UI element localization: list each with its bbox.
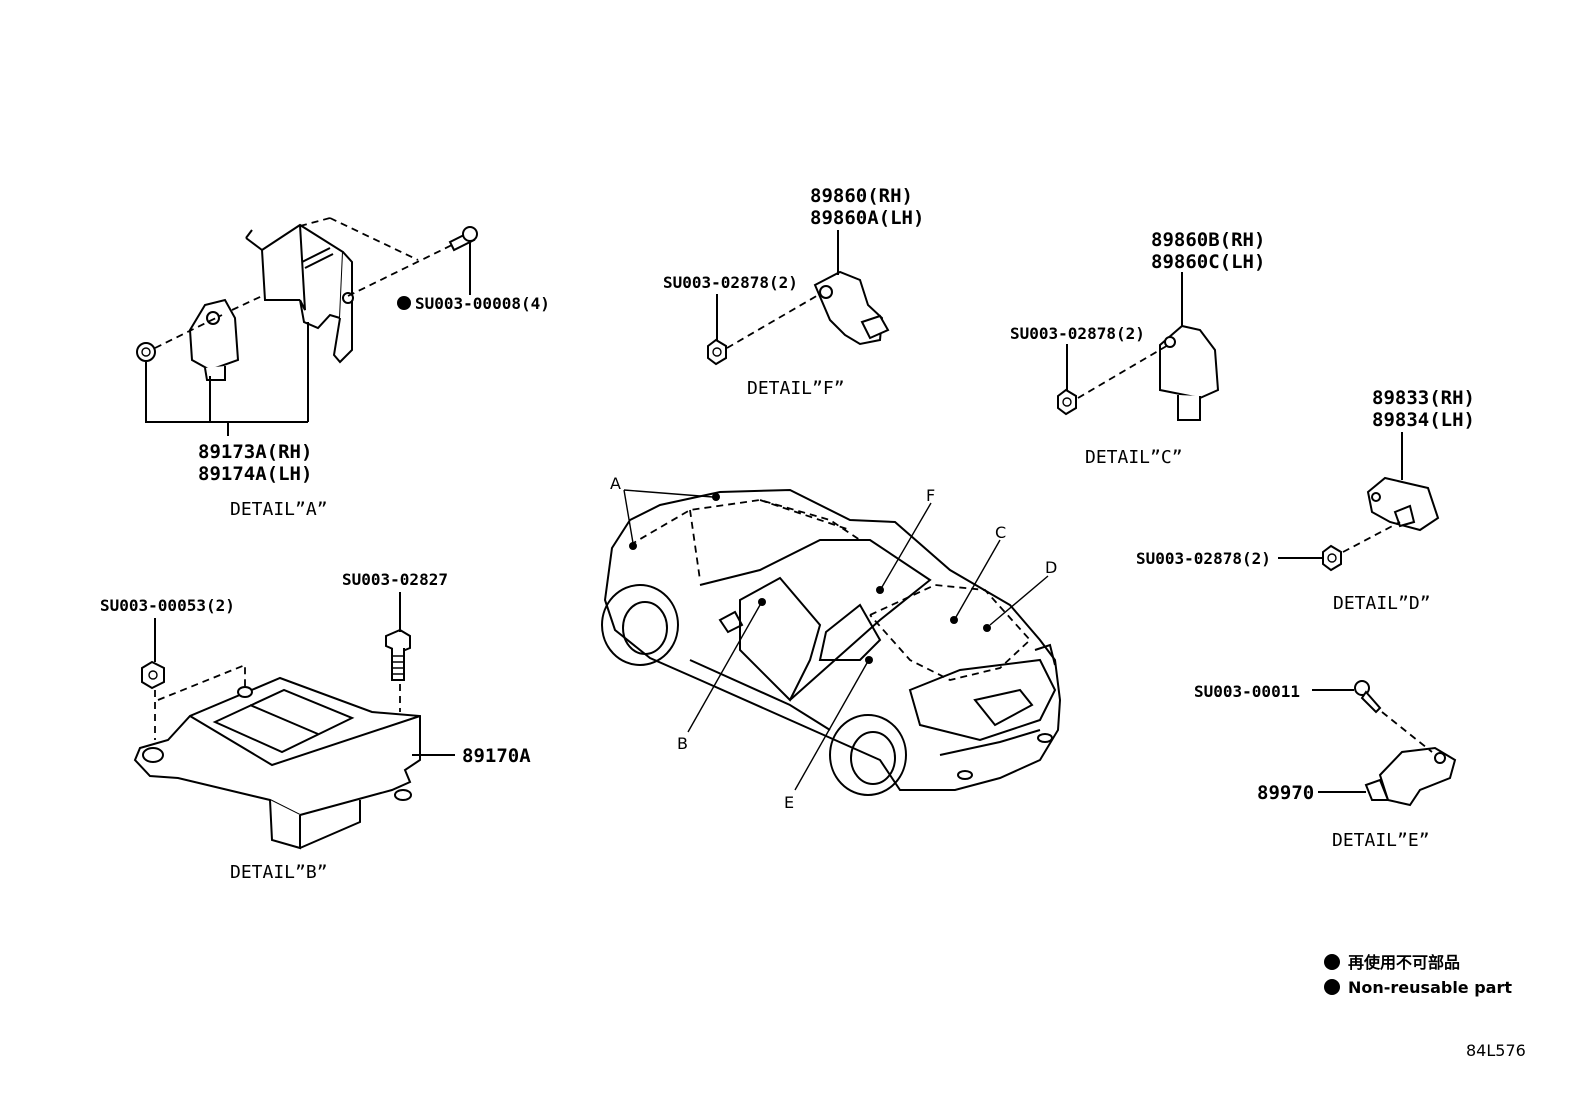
detail-d: 89833(RH) 89834(LH) SU003-02878(2) DETAI… <box>1136 387 1475 614</box>
car-illustration <box>601 488 1062 796</box>
detail-e: SU003-00011 89970 DETAIL”E” <box>1194 680 1457 851</box>
detail-f: 89860(RH) 89860A(LH) SU003-02878(2) DETA… <box>663 185 924 399</box>
location-dot-f <box>876 586 884 594</box>
detail-b: SU003-00053(2) SU003-02827 89170A DETAIL… <box>100 570 531 883</box>
detail-caption: DETAIL”F” <box>747 378 845 399</box>
part-number-lh: 89834(LH) <box>1372 409 1475 431</box>
nut-part-number: SU003-02878(2) <box>1136 549 1271 568</box>
callout-a: A <box>610 474 621 493</box>
module-part-number: 89170A <box>462 745 531 767</box>
nut-illustration <box>141 660 165 690</box>
sensor-illustration <box>188 298 240 381</box>
bolt-illustration <box>448 226 478 252</box>
non-reusable-marker-icon <box>1324 954 1340 970</box>
nut-illustration <box>707 338 727 366</box>
nut-illustration <box>1322 544 1342 572</box>
detail-c: 89860B(RH) 89860C(LH) SU003-02878(2) DET… <box>1010 229 1265 468</box>
nut-illustration <box>136 342 156 362</box>
detail-caption: DETAIL”B” <box>230 862 328 883</box>
location-dot-d <box>983 624 991 632</box>
part-number-lh: 89860C(LH) <box>1151 251 1265 273</box>
detail-caption: DETAIL”E” <box>1332 830 1430 851</box>
location-dot-a <box>712 493 720 501</box>
legend: 再使用不可部品 Non-reusable part <box>1324 953 1512 997</box>
callout-d: D <box>1045 558 1057 577</box>
bolt-part-number: SU003-02827 <box>342 570 448 589</box>
sensor-part-number: 89970 <box>1257 782 1314 804</box>
bolt-illustration <box>385 628 411 681</box>
callout-e: E <box>784 793 794 812</box>
sensor-illustration <box>1366 476 1440 532</box>
location-dot-b <box>758 598 766 606</box>
detail-caption: DETAIL”A” <box>230 499 328 520</box>
detail-a: SU003-00008(4) 89173A(RH) 89174A(LH) DET… <box>136 217 550 520</box>
callout-b: B <box>677 734 688 753</box>
bracket-illustration <box>245 217 419 364</box>
nut-illustration <box>1057 388 1077 416</box>
legend-label-jp: 再使用不可部品 <box>1348 953 1460 972</box>
location-dot-e <box>865 656 873 664</box>
nut-part-number: SU003-02878(2) <box>1010 324 1145 343</box>
location-dot-a <box>629 542 637 550</box>
bolt-illustration <box>1354 680 1382 714</box>
callout-f: F <box>926 486 935 505</box>
bolt-part-number: SU003-00011 <box>1194 682 1300 701</box>
detail-caption: DETAIL”C” <box>1085 447 1183 468</box>
legend-label-en: Non-reusable part <box>1348 978 1512 997</box>
part-number-rh: 89173A(RH) <box>198 441 312 463</box>
part-number-rh: 89860B(RH) <box>1151 229 1265 251</box>
non-reusable-marker-icon <box>397 296 411 310</box>
part-number-rh: 89833(RH) <box>1372 387 1475 409</box>
part-number-lh: 89860A(LH) <box>810 207 924 229</box>
location-dot-c <box>950 616 958 624</box>
bolt-part-number: SU003-00008(4) <box>415 294 550 313</box>
part-number-rh: 89860(RH) <box>810 185 913 207</box>
detail-caption: DETAIL”D” <box>1333 593 1431 614</box>
module-illustration <box>133 676 421 850</box>
drawing-code: 84L576 <box>1466 1041 1526 1060</box>
callout-c: C <box>995 523 1006 542</box>
sensor-illustration <box>1364 746 1457 807</box>
part-number-lh: 89174A(LH) <box>198 463 312 485</box>
nut-part-number: SU003-00053(2) <box>100 596 235 615</box>
nut-part-number: SU003-02878(2) <box>663 273 798 292</box>
non-reusable-marker-icon <box>1324 979 1340 995</box>
sensor-illustration <box>1159 324 1220 421</box>
vehicle-overview: A B C D E F <box>601 474 1062 812</box>
sensor-illustration <box>813 270 890 346</box>
